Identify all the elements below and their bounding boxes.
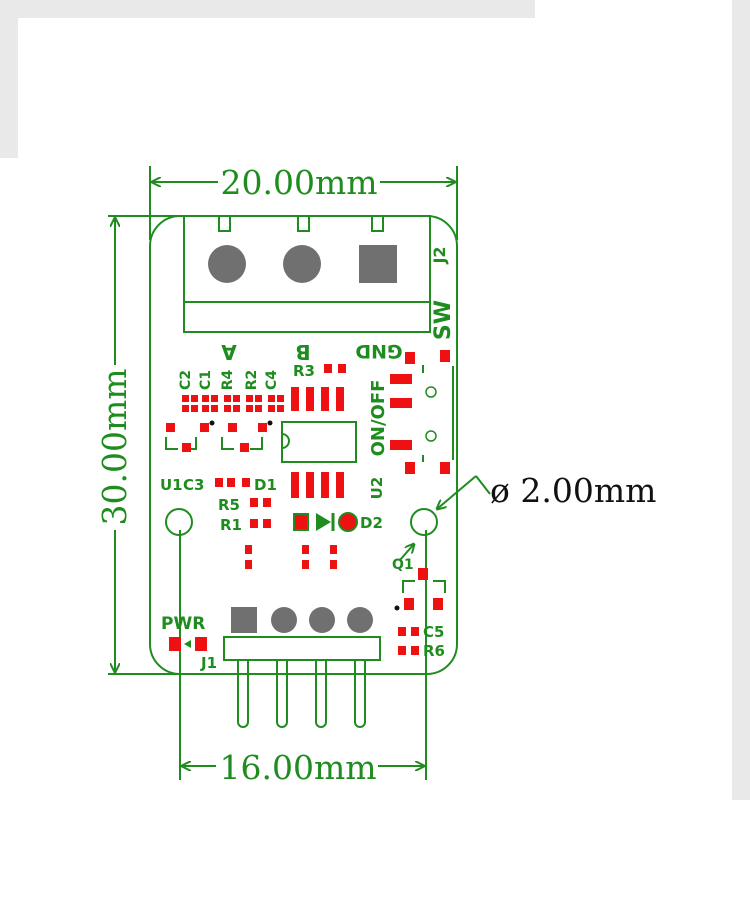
mounting-hole: [165, 508, 193, 536]
label-r5: R5: [218, 496, 240, 514]
ic-u2: [281, 387, 357, 498]
label-r1: R1: [220, 516, 242, 534]
pad-r6: [411, 646, 419, 655]
header-j1: [223, 607, 381, 728]
label-pwr: PWR: [161, 614, 205, 634]
label-pin-gnd: GND: [355, 340, 402, 362]
pad-r5: [263, 498, 271, 507]
label-u1: U1: [160, 476, 183, 494]
pad-c5: [398, 627, 406, 636]
smd-pads-row-top: [182, 395, 284, 412]
terminal-block-j2: J2 SW: [183, 215, 456, 340]
label-c2: C2: [178, 370, 194, 390]
label-d2: D2: [360, 514, 383, 532]
pad-pwr-led: [195, 637, 207, 651]
smd-pads-row-bottom: [245, 545, 337, 569]
pad-r3: [338, 364, 346, 373]
pad-r3: [324, 364, 332, 373]
label-r6: R6: [423, 642, 445, 660]
terminal-pad: [208, 245, 246, 283]
pad-d1: [242, 478, 250, 487]
header-pad: [271, 607, 297, 633]
width-dimension: 20.00mm: [149, 163, 458, 240]
pad-c5: [411, 627, 419, 636]
height-label: 30.00mm: [95, 368, 134, 525]
background-strip: [732, 0, 750, 800]
label-pin-b: B: [295, 340, 310, 364]
label-c4: C4: [264, 370, 280, 390]
height-dimension: 30.00mm: [95, 215, 178, 675]
header-pad-square: [231, 607, 257, 633]
label-r3: R3: [293, 362, 315, 380]
label-j2: J2: [430, 246, 449, 264]
pad-r1: [250, 519, 258, 528]
switch-sw: [390, 350, 454, 474]
hole-diameter-callout: ø 2.00mm: [437, 471, 656, 510]
pad-r1: [263, 519, 271, 528]
pad-c3: [215, 478, 223, 487]
pad-r6: [398, 646, 406, 655]
pad-c3: [227, 478, 235, 487]
header-pad: [309, 607, 335, 633]
label-c1: C1: [198, 370, 214, 390]
label-sw: SW: [431, 300, 456, 340]
hole-diameter-label: ø 2.00mm: [490, 471, 656, 510]
label-d1: D1: [254, 476, 277, 494]
label-c5: C5: [423, 623, 444, 641]
transistor-q1: [394, 568, 446, 611]
mounting-hole: [410, 508, 438, 536]
width-label: 20.00mm: [220, 163, 377, 202]
label-c3: C3: [183, 476, 204, 494]
pin1-marker: [209, 420, 215, 426]
pin-spacing-dimension: 16.00mm: [179, 530, 427, 787]
label-r2: R2: [244, 370, 260, 391]
pad-pwr-led: [169, 637, 181, 651]
pad-r5: [250, 498, 258, 507]
background-strip: [0, 18, 18, 158]
q1-leader: [399, 544, 414, 561]
label-on-off: ON/OFF: [368, 380, 389, 457]
terminal-pad-square: [359, 245, 397, 283]
content-card: [18, 18, 732, 920]
u1-pads: [166, 423, 267, 452]
pin-spacing-label: 16.00mm: [219, 748, 376, 787]
label-u2: U2: [368, 477, 386, 500]
label-r4: R4: [220, 369, 236, 390]
led-d2: [293, 512, 358, 532]
background-strip: [0, 0, 535, 18]
label-pin-a: A: [221, 340, 237, 364]
header-pad: [347, 607, 373, 633]
label-j1: J1: [200, 654, 217, 672]
label-q1: Q1: [392, 557, 414, 573]
pin1-marker: [267, 420, 273, 426]
pwr-led-symbol: [184, 640, 191, 648]
terminal-pad: [283, 245, 321, 283]
